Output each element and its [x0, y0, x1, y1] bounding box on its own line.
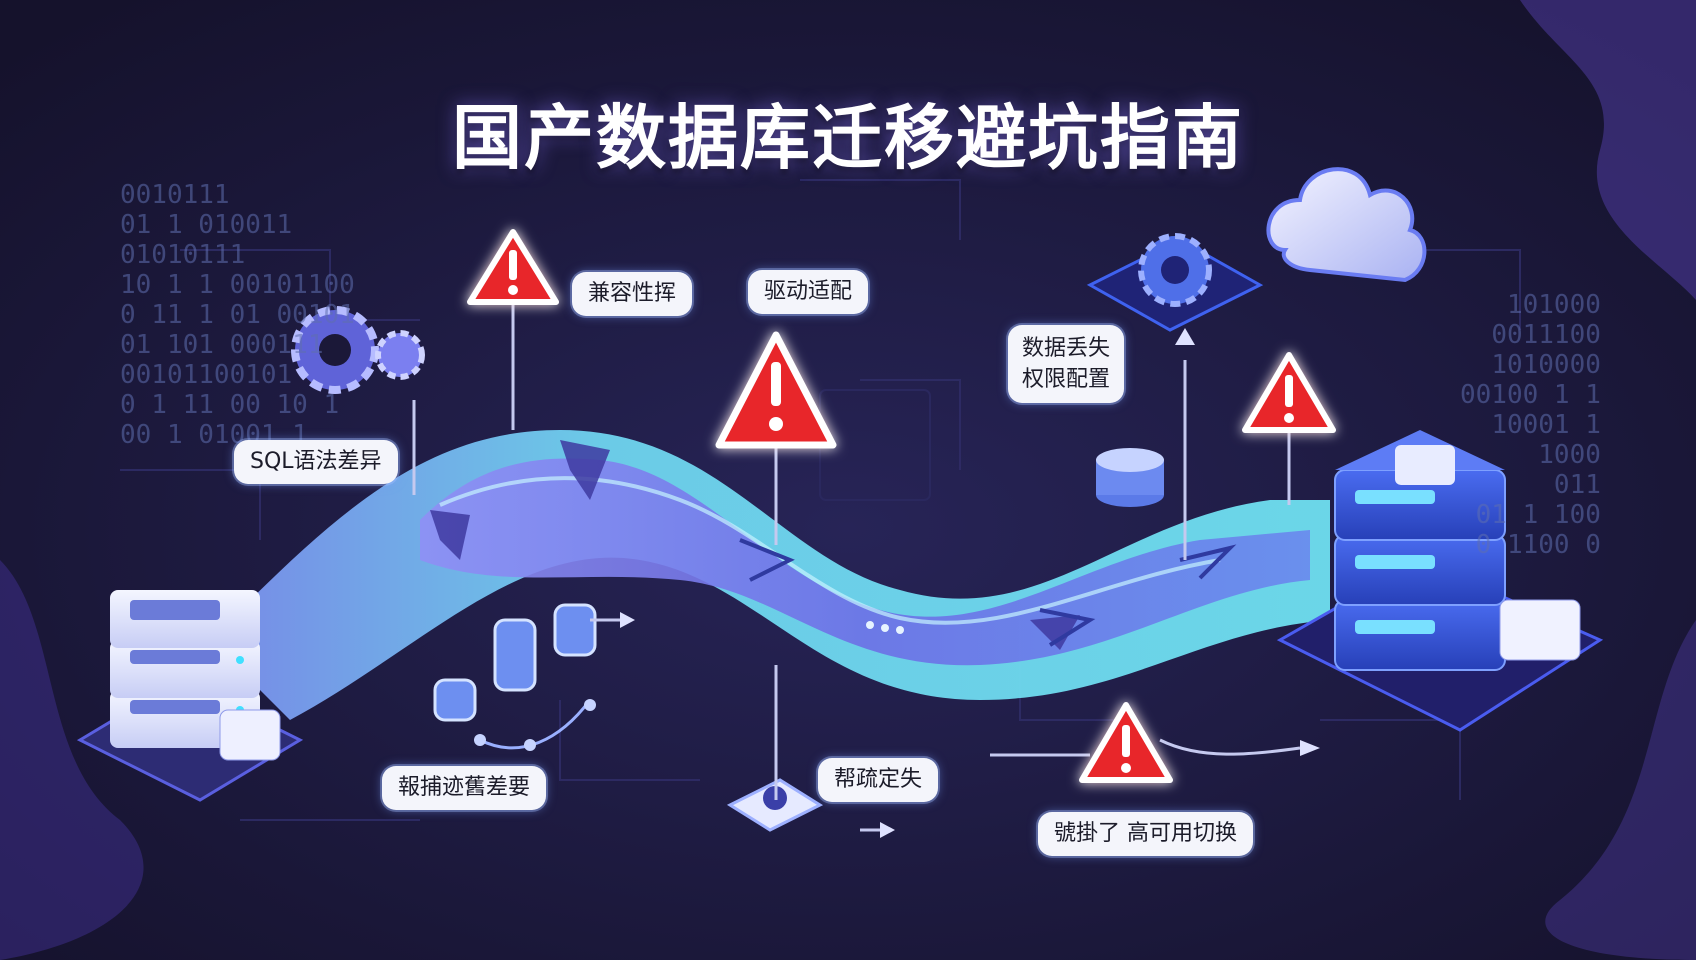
database-icon	[1096, 448, 1164, 507]
label-bottom-left: 報捕迹舊差要	[382, 766, 547, 810]
flow-arrows	[739, 538, 1237, 647]
migration-flow-inner	[420, 458, 1310, 666]
label-driver-adaptation: 驱动适配	[748, 270, 869, 314]
source-server-icon	[76, 590, 304, 802]
pointer-lines	[412, 305, 1301, 832]
edge-smoke-bottom-right	[1545, 620, 1696, 960]
flow-arrow-3	[739, 538, 795, 582]
flow-dots	[866, 621, 904, 634]
label-data-loss-permission: 数据丢失 权限配置	[1008, 325, 1125, 403]
cloud-icon	[1266, 167, 1427, 283]
flow-arrow-1	[1039, 608, 1096, 647]
migration-flow-highlight	[439, 476, 1221, 625]
pointer-arrows	[620, 328, 1320, 838]
page-title: 国产数据库迁移避坑指南	[452, 97, 1244, 179]
label-bottom-mid: 帮疏定失	[818, 758, 939, 802]
warning-icon-permission	[1242, 352, 1336, 433]
label-sql-diff: SQL语法差异	[234, 440, 398, 484]
gear-cluster-icon	[291, 306, 425, 394]
database-cluster-icon	[433, 603, 597, 751]
label-permission: 权限配置	[1022, 367, 1111, 392]
gear-icon	[1086, 233, 1264, 332]
edge-smoke-right	[1520, 0, 1696, 300]
warning-icon-compat	[467, 229, 559, 305]
flow-cracks	[430, 440, 1080, 650]
target-server-icon	[1276, 430, 1604, 732]
label-compatibility: 兼容性挥	[572, 272, 693, 316]
label-data-loss: 数据丢失	[1022, 336, 1111, 361]
flow-arrow-2	[1179, 544, 1237, 580]
binary-code-left: 0010111 01 1 010011 01010111 10 1 1 0010…	[120, 180, 355, 450]
label-bottom-right: 號掛了 高可用切换	[1038, 812, 1253, 856]
edge-smoke-left	[0, 560, 144, 960]
binary-code-right: 101000 0011100 1010000 00100 1 1 10001 1…	[1460, 290, 1601, 560]
warning-icon-driver	[715, 331, 837, 449]
warning-icon-failover	[1079, 702, 1173, 783]
